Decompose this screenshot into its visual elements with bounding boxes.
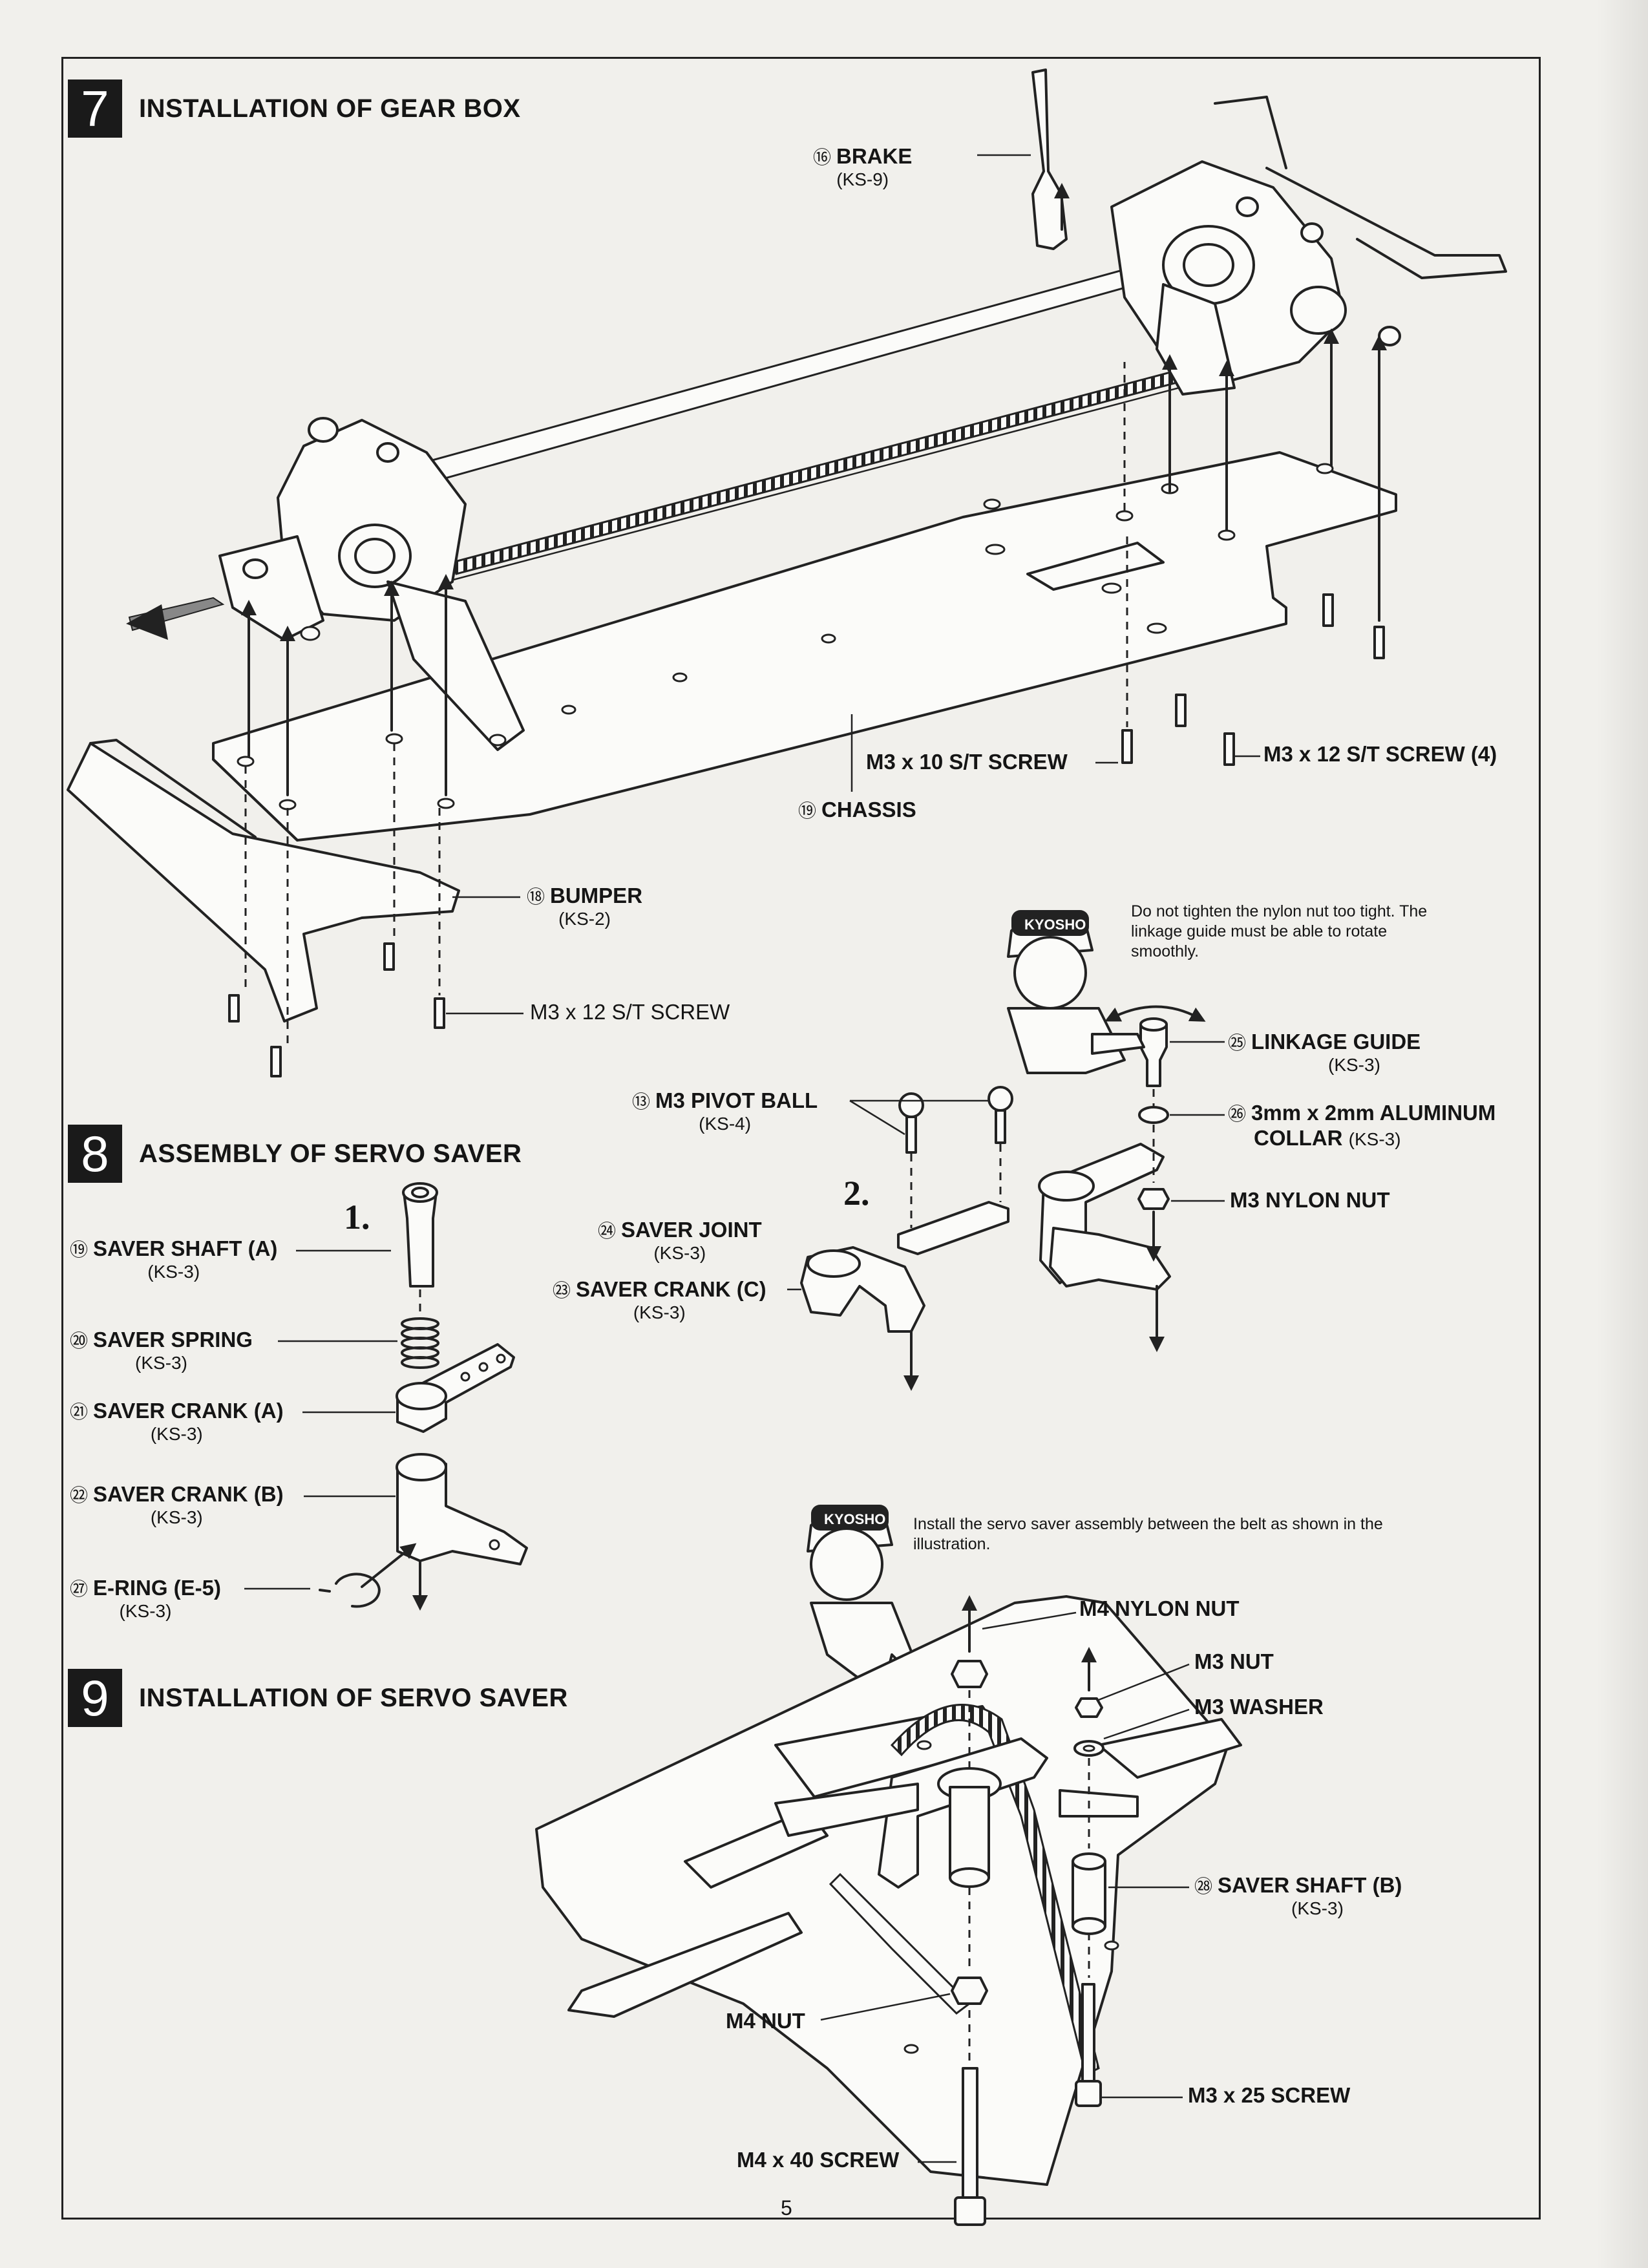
page-edge-shadow [1596,0,1648,2268]
m3x25-screw-label: M3 x 25 SCREW [1188,2083,1351,2107]
servo-saver-step2-illustration [800,1005,1206,1391]
servo-saver-installation-illustration [535,1595,1242,2226]
front-chassis-plate [535,1595,1229,2186]
screw-m3x12-4-label: M3 x 12 S/T SCREW (4) [1263,742,1497,766]
linkage-guide-part [1139,1023,1168,1087]
m3-nylon-nut-label: M3 NYLON NUT [1230,1188,1390,1212]
m4-nut-label: M4 NUT [726,2009,805,2033]
m3-washer-label: M3 WASHER [1194,1695,1324,1719]
kyosho-mascot-1: KYOSHO [1007,910,1145,1074]
section8-leader-lines [244,1041,1225,1590]
section-7-number: 7 [68,79,122,138]
m4x40-screw-label: M4 x 40 SCREW [737,2148,900,2172]
rotation-arrow [1104,1005,1206,1022]
gearbox-chassis-illustration [67,69,1507,1077]
mascot-cap-text-2: KYOSHO [824,1511,885,1527]
chassis-screws [1121,593,1385,766]
section7-leader-lines [446,154,1260,1015]
section-9-number: 9 [68,1669,122,1727]
step-1-label: 1. [344,1198,370,1236]
m3x25-screw-part [1081,1983,1095,2083]
right-arm [1097,1718,1242,1779]
saver-shaft-a-part [403,1191,438,1288]
section-8-number: 8 [68,1125,122,1183]
m3-nylon-nut-part [1137,1188,1170,1210]
chassis-holes [237,463,1334,811]
m4-nylon-nut-label: M4 NYLON NUT [1079,1596,1240,1620]
section9-leader-lines [820,1611,1190,2163]
saver-shaft-b-part [1072,1860,1106,1927]
section-9-title: INSTALLATION OF SERVO SAVER [139,1683,568,1712]
section-7-title: INSTALLATION OF GEAR BOX [139,94,521,123]
page-frame [61,57,1541,2220]
section-8-heading: 8 ASSEMBLY OF SERVO SAVER [68,1125,522,1183]
m4-nylon-nut-part [951,1660,988,1688]
page-number: 5 [781,2196,792,2220]
saver-joint-part [897,1201,1009,1255]
m4x40-screw-part [962,2067,978,2199]
bumper-screws [228,942,445,1077]
m4-nut-part [951,1977,988,2005]
bumper-part [67,742,460,1023]
brake-part [1031,69,1068,250]
aluminum-collar-part [1138,1106,1169,1124]
saver-crank-assembly [878,1737,1048,1889]
section-8-title: ASSEMBLY OF SERVO SAVER [139,1139,522,1168]
front-gearbox [1110,96,1507,396]
mascot-cap-text-1: KYOSHO [1024,917,1086,933]
installation-note: Install the servo saver assembly between… [913,1515,1383,1553]
left-arm [567,1912,803,2018]
linkage-note: Do not tighten the nylon nut too tight. … [1131,902,1428,960]
saver-spring-part [401,1317,439,1369]
upper-belt [412,254,1185,485]
motor-cutout [1026,542,1165,591]
section-9-heading: 9 INSTALLATION OF SERVO SAVER [68,1669,568,1727]
section-7-heading: 7 INSTALLATION OF GEAR BOX [68,79,521,138]
screw-m3x10-label: M3 x 10 S/T SCREW [866,750,1068,774]
pivot-ball-parts [898,1086,1013,1154]
m3-nut-part [1075,1697,1103,1718]
servo-saver-step1-illustration [319,1182,528,1611]
screw-m3x12-label: M3 x 12 S/T SCREW [530,1000,730,1024]
e-ring-part [319,1573,381,1608]
step-2-label: 2. [843,1174,870,1213]
m3-nut-label: M3 NUT [1194,1649,1274,1673]
